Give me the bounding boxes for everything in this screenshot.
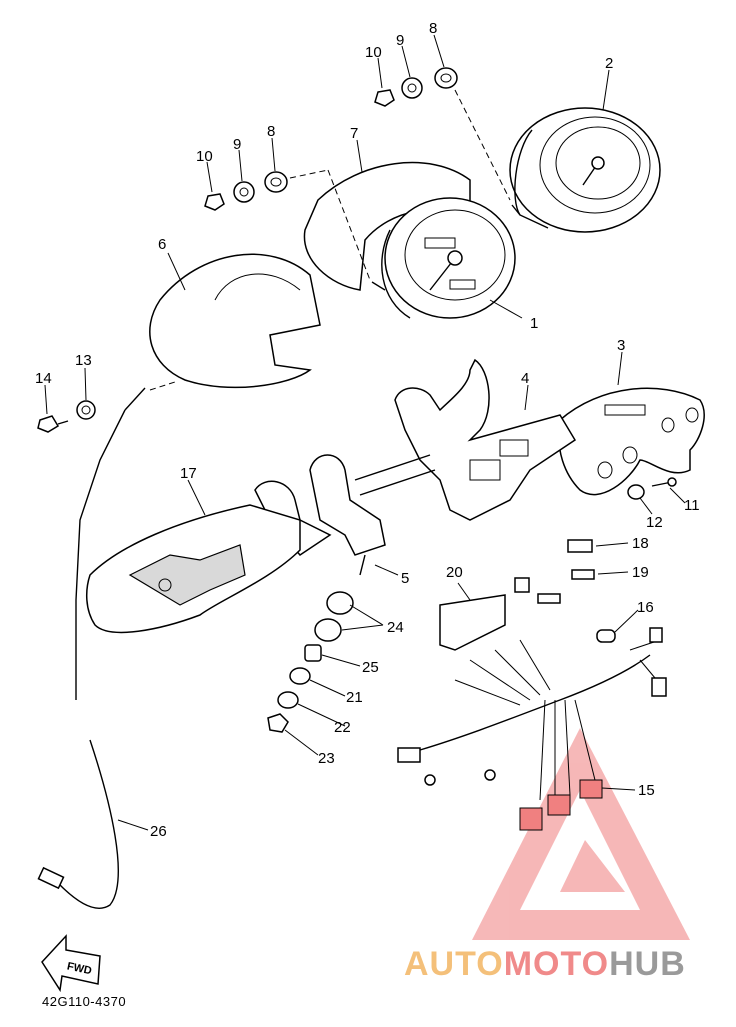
callout-4: 4	[521, 370, 529, 387]
callout-25: 25	[362, 659, 379, 676]
callout-labels: 1 2 3 4 5 6 7 8 8 9 9 10 10 11 12 13 14 …	[35, 20, 700, 840]
watermark-part-moto: MOTO	[504, 945, 609, 983]
washer-set-right	[374, 67, 458, 107]
part-6-visor	[149, 253, 321, 389]
callout-12: 12	[646, 514, 663, 531]
part-20-plate	[439, 594, 506, 651]
part-4-housing	[394, 358, 577, 521]
part-25-collar	[304, 644, 322, 662]
part-14-bolt	[37, 415, 69, 433]
watermark-text: AUTOMOTOHUB	[404, 945, 686, 983]
part-24-grommets	[314, 591, 354, 642]
callout-8-right: 8	[429, 20, 437, 37]
callout-20: 20	[446, 564, 463, 581]
callout-9-right: 9	[396, 32, 404, 49]
callout-10-left: 10	[196, 148, 213, 165]
part-11-screw	[651, 477, 677, 487]
callout-21: 21	[346, 689, 363, 706]
callout-15: 15	[638, 782, 655, 799]
part-23-nut	[267, 713, 289, 733]
callout-2: 2	[605, 55, 613, 72]
callout-6: 6	[158, 236, 166, 253]
callout-16: 16	[637, 599, 654, 616]
callout-13: 13	[75, 352, 92, 369]
callout-7: 7	[350, 125, 358, 142]
callout-5: 5	[401, 570, 409, 587]
callout-3: 3	[617, 337, 625, 354]
part-3-bracket	[558, 387, 705, 496]
callout-8-left: 8	[267, 123, 275, 140]
callout-23: 23	[318, 750, 335, 767]
part-12-washer	[627, 484, 645, 500]
watermark-part-auto: AUTO	[404, 945, 504, 983]
part-17-cover	[85, 504, 301, 634]
callout-26: 26	[150, 823, 167, 840]
fwd-arrow-icon: FWD	[41, 934, 101, 993]
callout-11: 11	[684, 497, 700, 514]
callout-10-right: 10	[365, 44, 382, 61]
callout-24: 24	[387, 619, 404, 636]
part-16-cap	[596, 629, 616, 643]
fwd-label: FWD	[66, 960, 93, 977]
callout-18: 18	[632, 535, 649, 552]
callout-14: 14	[35, 370, 52, 387]
callout-1: 1	[530, 315, 538, 332]
part-15-harness	[397, 627, 667, 831]
part-13-grommet	[76, 400, 96, 420]
watermark-part-hub: HUB	[609, 945, 686, 983]
part-2-gauge	[509, 107, 661, 233]
callout-9-left: 9	[233, 136, 241, 153]
washer-set-left	[204, 171, 288, 211]
callout-22: 22	[334, 719, 351, 736]
part-19-bulb	[514, 569, 595, 604]
part-18-socket	[567, 539, 593, 553]
watermark-triangle-logo	[472, 728, 690, 940]
callout-19: 19	[632, 564, 649, 581]
callout-17: 17	[180, 465, 197, 482]
part-1-gauge	[371, 197, 516, 319]
part-22-washer	[277, 691, 299, 709]
diagram-code: 42G110-4370	[42, 994, 126, 1009]
part-26-cable	[37, 387, 146, 909]
part-21-washer	[289, 667, 311, 685]
leader-lines	[44, 34, 686, 831]
